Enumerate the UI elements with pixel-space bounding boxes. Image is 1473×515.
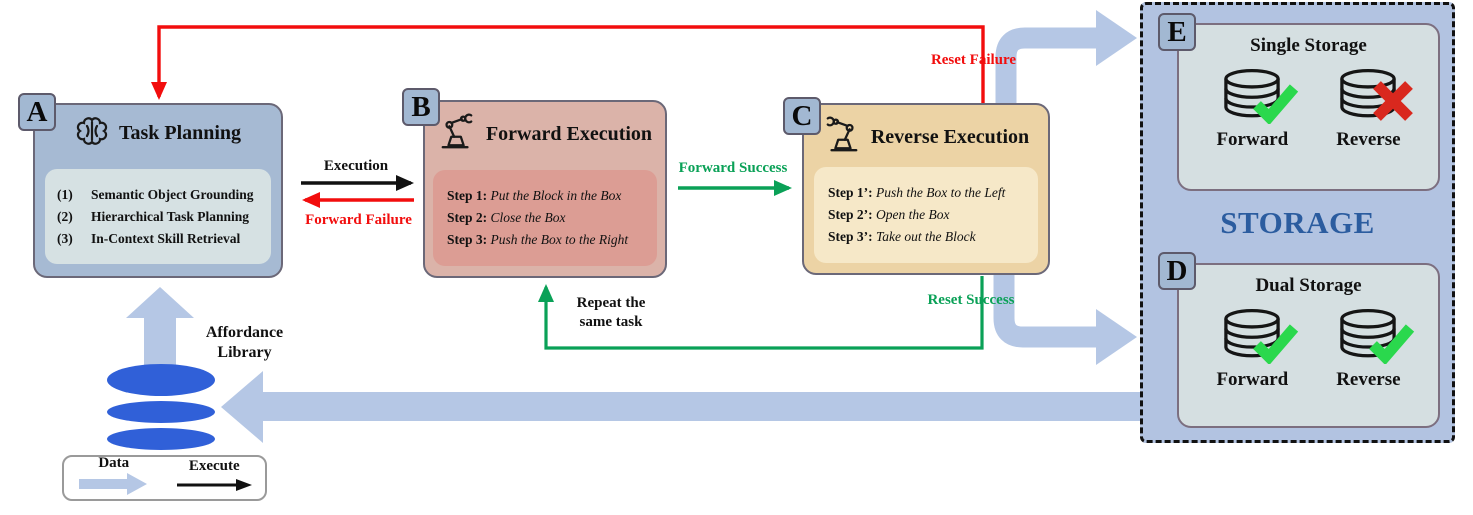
- item-text: Hierarchical Task Planning: [91, 208, 250, 224]
- step-label: Step 3:: [447, 232, 488, 247]
- task-planning-header: Task Planning: [35, 116, 281, 151]
- step-label: Step 3’:: [828, 229, 873, 244]
- task-planning-title: Task Planning: [118, 122, 242, 144]
- repeat-task-line2: same task: [579, 313, 643, 330]
- item-number: (2): [57, 208, 73, 224]
- reverse-step: Step 2’: Open the Box: [828, 207, 1024, 223]
- legend-box: Data Execute: [62, 455, 267, 501]
- storage-panel: Single Storage: [1140, 2, 1455, 443]
- step-label: Step 1’:: [828, 185, 873, 200]
- data-arrow-icon: [75, 472, 153, 501]
- step-text: Close the Box: [490, 210, 566, 225]
- step-label: Step 1:: [447, 188, 488, 203]
- step-text: Push the Box to the Left: [876, 185, 1006, 200]
- reverse-label: Reverse: [1336, 129, 1401, 150]
- affordance-library-label: Affordance Library: [192, 323, 297, 363]
- badge-b: B: [402, 88, 440, 126]
- badge-d: D: [1158, 252, 1196, 290]
- step-label: Step 2’:: [828, 207, 873, 222]
- dual-reverse-group: Reverse: [1336, 309, 1415, 391]
- step-text: Put the Block in the Box: [490, 188, 622, 203]
- step-text: Push the Box to the Right: [490, 232, 629, 247]
- step-text: Take out the Block: [876, 229, 976, 244]
- repeat-task-label: Repeat the same task: [552, 294, 670, 332]
- database-band: [107, 364, 215, 396]
- data-arrowhead-to-dual-storage: [1096, 309, 1137, 365]
- forward-label: Forward: [1216, 129, 1289, 150]
- dual-forward-group: Forward: [1216, 309, 1299, 391]
- data-arrow-library-to-task-planning: [126, 287, 194, 368]
- forward-step: Step 1: Put the Block in the Box: [447, 188, 643, 204]
- item-text: Semantic Object Grounding: [91, 186, 254, 202]
- failure-cross-icon: [1370, 78, 1416, 129]
- legend-execute-entry: Execute: [174, 457, 254, 498]
- success-check-icon: [1252, 320, 1300, 369]
- single-storage-row: Forward: [1216, 69, 1414, 151]
- dual-storage-row: Forward: [1216, 309, 1415, 391]
- data-arrowhead-to-single-storage: [1096, 10, 1137, 66]
- database-icon: [1222, 309, 1299, 366]
- task-planning-item: (2) Hierarchical Task Planning: [57, 209, 259, 225]
- brain-icon: [75, 116, 109, 151]
- database-icon: [1338, 69, 1414, 121]
- execution-label: Execution: [323, 158, 389, 174]
- forward-step: Step 3: Push the Box to the Right: [447, 232, 643, 248]
- affordance-line2: Library: [217, 344, 272, 361]
- forward-execution-box: Forward Execution Step 1: Put the Block …: [423, 100, 667, 278]
- reverse-execution-header: Reverse Execution: [804, 116, 1048, 159]
- affordance-line1: Affordance: [205, 324, 284, 341]
- reverse-steps-list: Step 1’: Push the Box to the Left Step 2…: [814, 167, 1038, 263]
- step-label: Step 2:: [447, 210, 488, 225]
- task-planning-item: (1) Semantic Object Grounding: [57, 187, 259, 203]
- database-band: [107, 401, 215, 423]
- single-reverse-group: Reverse: [1336, 69, 1414, 151]
- item-number: (1): [57, 186, 73, 202]
- reverse-execution-title: Reverse Execution: [870, 126, 1030, 148]
- forward-success-label: Forward Success: [678, 160, 788, 176]
- step-text: Open the Box: [876, 207, 950, 222]
- reverse-step: Step 3’: Take out the Block: [828, 229, 1024, 245]
- reset-failure-label: Reset Failure: [930, 52, 1017, 68]
- item-number: (3): [57, 230, 73, 246]
- robot-arm-icon: [438, 113, 476, 156]
- badge-c: C: [783, 97, 821, 135]
- forward-steps-list: Step 1: Put the Block in the Box Step 2:…: [433, 170, 657, 266]
- database-icon: [1222, 69, 1299, 126]
- forward-execution-title: Forward Execution: [485, 123, 653, 145]
- storage-panel-title: STORAGE: [1220, 205, 1375, 240]
- reverse-step: Step 1’: Push the Box to the Left: [828, 185, 1024, 201]
- reverse-execution-box: Reverse Execution Step 1’: Push the Box …: [802, 103, 1050, 275]
- single-storage-box: Single Storage: [1177, 23, 1440, 191]
- affordance-library-database-icon: [107, 364, 215, 450]
- single-forward-group: Forward: [1216, 69, 1299, 151]
- robot-arm-mirrored-icon: [823, 116, 861, 159]
- dual-storage-box: Dual Storage: [1177, 263, 1440, 428]
- legend-data-entry: Data: [75, 454, 153, 501]
- forward-failure-label: Forward Failure: [305, 212, 412, 228]
- success-check-icon: [1252, 80, 1300, 129]
- repeat-task-line1: Repeat the: [576, 295, 646, 311]
- legend-data-label: Data: [98, 454, 130, 471]
- data-arrow-storage-to-library: [221, 371, 1140, 443]
- single-storage-title: Single Storage: [1250, 35, 1367, 56]
- data-arrow-reset-failure-to-single-storage: [995, 27, 1096, 110]
- task-planning-item: (3) In-Context Skill Retrieval: [57, 231, 259, 247]
- reset-success-label: Reset Success: [927, 292, 1015, 308]
- reset-failure-arrow: [151, 25, 985, 104]
- forward-execution-header: Forward Execution: [425, 113, 665, 156]
- execute-arrow-icon: [174, 475, 254, 498]
- dual-storage-title: Dual Storage: [1255, 275, 1362, 296]
- database-band: [107, 428, 215, 450]
- task-planning-list: (1) Semantic Object Grounding (2) Hierar…: [45, 169, 271, 264]
- database-icon: [1338, 309, 1415, 366]
- forward-label: Forward: [1216, 369, 1289, 390]
- reverse-label: Reverse: [1336, 369, 1401, 390]
- success-check-icon: [1368, 320, 1416, 369]
- task-planning-box: Task Planning (1) Semantic Object Ground…: [33, 103, 283, 278]
- item-text: In-Context Skill Retrieval: [91, 230, 241, 246]
- legend-execute-label: Execute: [188, 457, 240, 474]
- forward-step: Step 2: Close the Box: [447, 210, 643, 226]
- badge-a: A: [18, 93, 56, 131]
- badge-e: E: [1158, 13, 1196, 51]
